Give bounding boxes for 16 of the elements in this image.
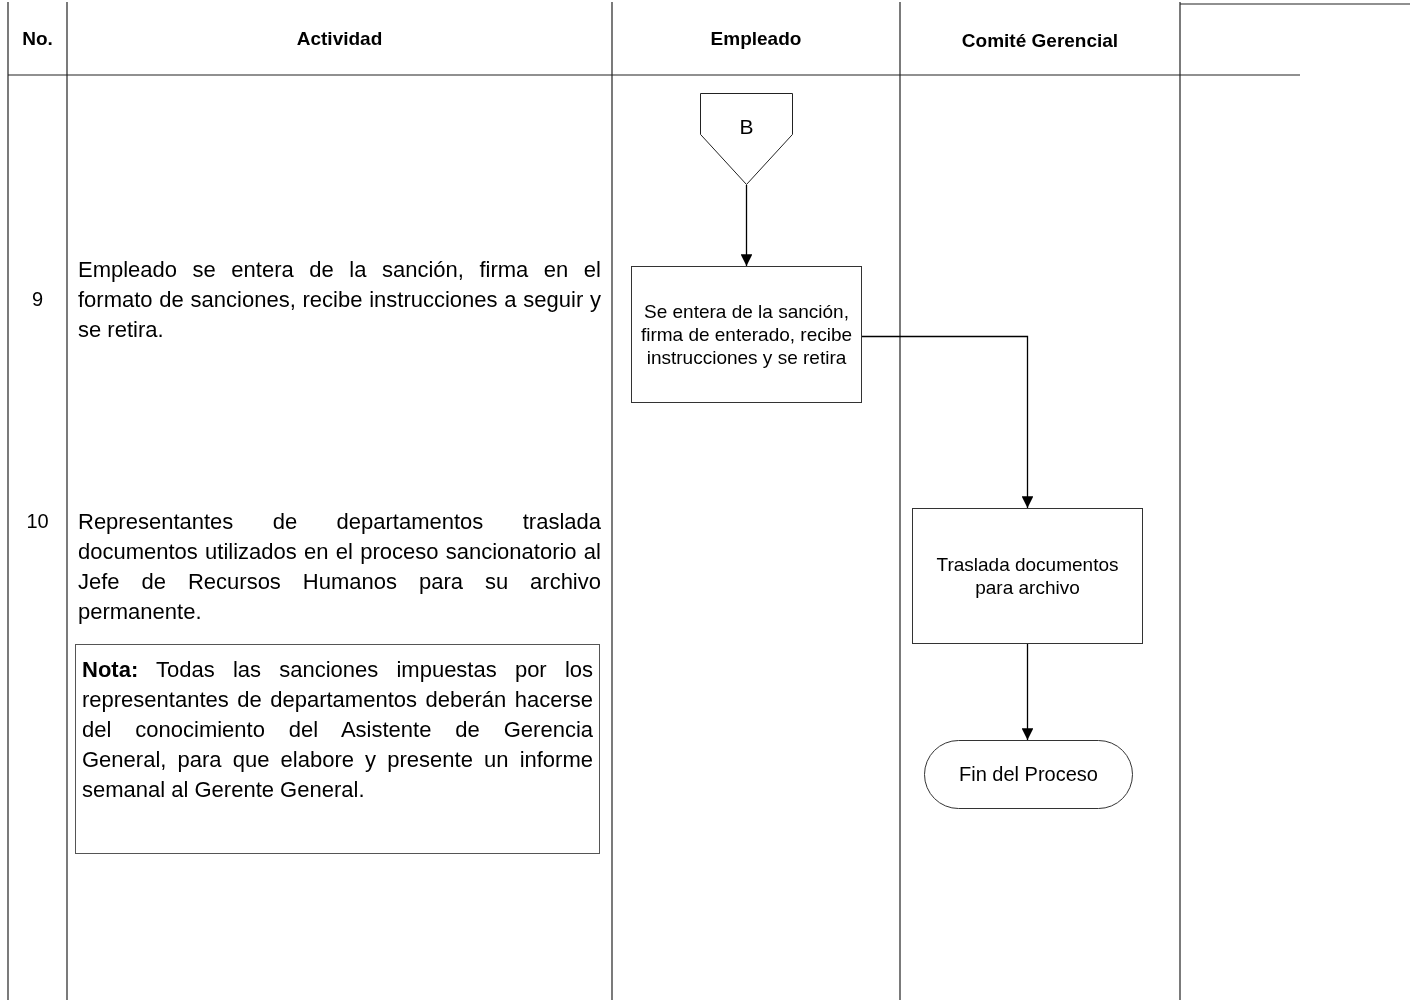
process-box: Traslada documentos para archivo <box>912 508 1143 644</box>
arrow <box>740 184 753 267</box>
arrow <box>861 335 1034 509</box>
activity-text: Empleado se entera de la sanción, firma en el formato de sanciones, recibe instrucciones a seguir y se retira. <box>78 256 601 344</box>
column-header: Actividad <box>295 28 384 50</box>
process-box: Se entera de la sanción, firma de enterado, recibe instrucciones y se retira <box>631 266 862 403</box>
row-number: 10 <box>25 510 50 533</box>
column-header: No. <box>21 28 54 50</box>
activity-text: Representantes de departamentos traslada documentos utilizados en el proceso sancionatorio al Jefe de Recursos Humanos para su archivo permanente. <box>78 508 601 626</box>
terminator: Fin del Proceso <box>924 740 1133 809</box>
column-header: Comité Gerencial <box>960 30 1120 52</box>
note-box: Nota: Todas las sanciones impuestas por los representantes de departamentos deberán hacerse del conocimiento del Asistente de Gerencia General, para que elabore y presente un informe semanal al Gerente General. <box>75 644 600 854</box>
column-header: Empleado <box>709 28 803 50</box>
row-number: 9 <box>30 288 45 311</box>
arrow <box>1021 643 1034 741</box>
off-page-connector: B <box>700 93 793 185</box>
